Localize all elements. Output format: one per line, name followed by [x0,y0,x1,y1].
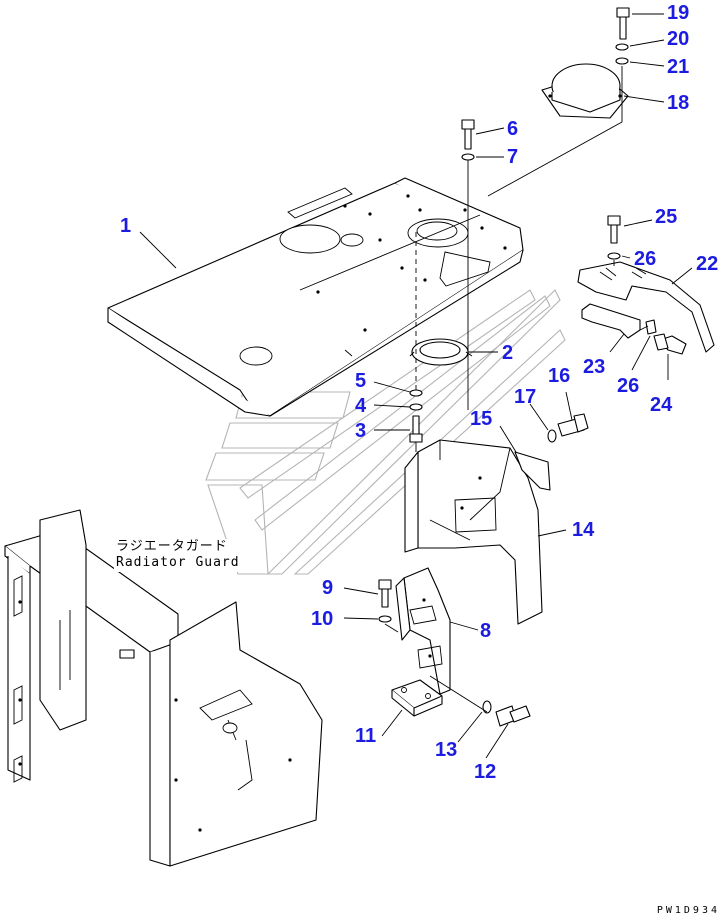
bolt-19 [616,7,630,40]
bolt-3 [409,415,423,443]
callout-10: 10 [311,608,334,630]
washer-20 [615,43,629,51]
callout-13: 13 [435,739,458,761]
callout-6: 6 [507,118,519,140]
top-cap [541,63,629,119]
callout-11: 11 [355,725,377,747]
callout-20: 20 [667,28,690,50]
callout-5: 5 [355,370,367,392]
leader-lines [139,13,693,759]
washer-7 [461,153,475,161]
washer-13 [482,700,492,714]
callout-23: 23 [583,356,606,378]
callout-16: 16 [548,365,571,387]
callout-15: 15 [470,408,493,430]
bolt-16 [557,413,589,437]
assembly-lines [384,66,649,713]
callout-4: 4 [355,395,367,417]
radiator-guard-label: ラジエータガード Radiator Guard [114,539,242,572]
callout-8: 8 [480,620,492,642]
washer-4 [409,403,423,411]
callout-19: 19 [667,2,690,24]
radiator-guard [4,509,323,867]
small-plate [581,303,641,339]
callout-22: 22 [696,253,719,275]
callout-21: 21 [667,56,690,78]
radiator-guard-label-en: Radiator Guard [116,555,240,571]
bolt-6 [461,119,475,150]
hood-cover [107,177,524,417]
bolt-9 [378,579,392,608]
drawing-code: PW1D934 [656,905,720,916]
radiator-guard-label-jp: ラジエータガード [116,539,228,554]
callout-7: 7 [507,146,519,168]
bolt-12 [495,705,531,727]
washer-10 [378,615,392,623]
callout-12: 12 [474,761,497,783]
side-bracket [514,451,551,491]
ring-gasket [409,338,473,366]
callout-1: 1 [120,215,132,237]
washer-26-upper [607,252,621,260]
bolt-24 [653,333,687,355]
washer-26-lower [645,319,657,335]
callout-2: 2 [502,342,514,364]
callout-9: 9 [322,577,334,599]
watermark-logo [205,289,566,575]
bracket-arm [577,261,715,353]
callout-17: 17 [514,386,537,408]
callout-25: 25 [655,206,678,228]
callout-26-upper: 26 [634,248,657,270]
washer-17 [547,429,557,443]
callout-14: 14 [572,519,595,541]
shroud [404,439,543,625]
bolt-25 [607,215,621,244]
callout-24: 24 [650,394,673,416]
washer-5 [409,389,423,397]
callout-3: 3 [355,420,367,442]
callout-18: 18 [667,92,690,114]
callout-26-lower: 26 [617,375,640,397]
base-plate [391,679,443,717]
support-bracket [395,567,451,695]
washer-21 [615,57,629,65]
